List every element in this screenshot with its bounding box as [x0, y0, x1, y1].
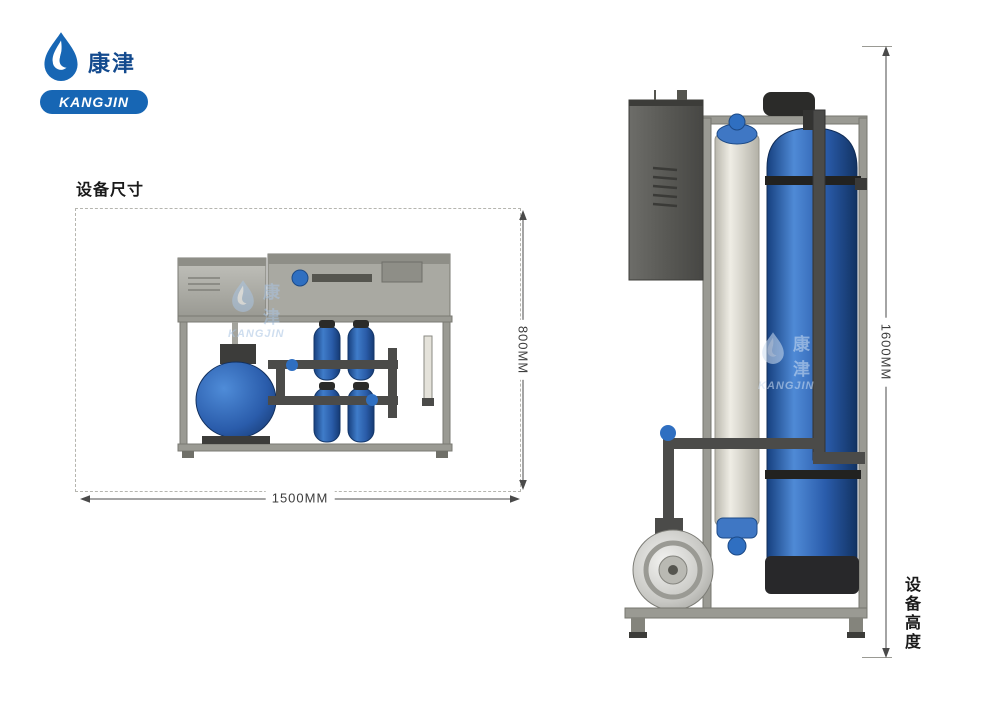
brand-name-cn: 康津	[88, 51, 137, 76]
flame-icon	[44, 32, 78, 81]
front-height-label: 800MM	[513, 319, 533, 381]
brand-name-en: KANGJIN	[58, 94, 129, 110]
piping	[663, 109, 867, 538]
side-height-caption: 设备高度	[902, 576, 919, 652]
piping	[268, 348, 398, 418]
valve-handle	[366, 394, 378, 406]
side-height-dimension: 1600MM	[876, 46, 896, 658]
control-enclosures	[177, 253, 451, 317]
front-height-dimension: 800MM	[513, 210, 533, 490]
control-cabinet	[628, 90, 704, 281]
filter-caps	[319, 320, 369, 390]
base-frame	[624, 607, 868, 638]
brand-name-pill: KANGJIN	[40, 90, 148, 114]
feed-pump	[195, 344, 277, 444]
front-width-dimension: 1500MM	[80, 488, 520, 508]
extension-line-top	[862, 46, 892, 47]
extension-line-bottom	[862, 657, 892, 658]
flow-meter	[422, 335, 434, 406]
valve-handle	[660, 425, 676, 441]
pump	[632, 518, 714, 611]
valve-handle	[286, 359, 298, 371]
front-view-section-label: 设备尺寸	[76, 182, 145, 199]
side-height-label: 1600MM	[876, 317, 896, 387]
machine-side-view	[624, 90, 868, 638]
machine-front-view	[177, 253, 453, 458]
top-motor-cap	[763, 92, 815, 116]
membrane-housing	[714, 113, 760, 556]
front-width-label: 1500MM	[265, 488, 335, 508]
